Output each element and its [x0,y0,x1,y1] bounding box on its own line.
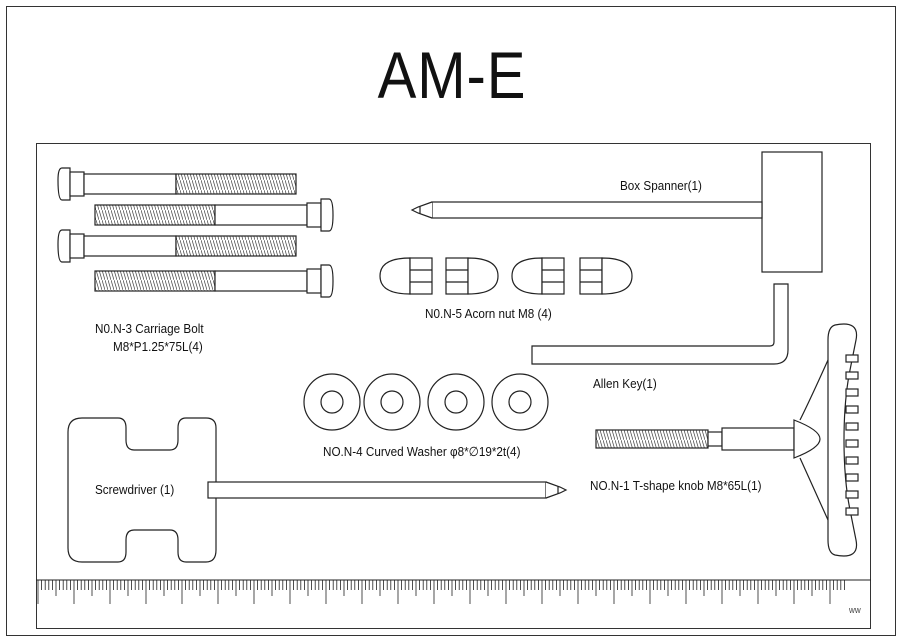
acorn-nut-1 [379,257,433,295]
t-knob-drawing [595,323,859,557]
acorn-nut-3 [511,257,565,295]
measuring-ruler [36,579,871,604]
box-spanner-label: Box Spanner(1) [620,178,702,193]
carriage-bolt-4 [94,264,334,298]
carriage-bolt-label: N0.N-3 Carriage Bolt [95,321,204,336]
parts-panel [36,143,871,629]
carriage-bolts-drawing [57,167,334,298]
acorn-nuts-drawing [379,257,633,295]
curved-washer-3 [427,373,485,431]
acorn-nut-label: N0.N-5 Acorn nut M8 (4) [425,306,552,321]
curved-washer-4 [491,373,549,431]
page-title: AM-E [377,38,527,112]
page-border [6,6,896,636]
box-spanner-drawing [410,151,823,273]
curved-washers-drawing [303,373,549,431]
curved-washer-label: NO.N-4 Curved Washer φ8*∅19*2t(4) [323,444,521,459]
carriage-bolt-2 [94,198,334,232]
acorn-nut-2 [445,257,499,295]
carriage-bolt-spec: M8*P1.25*75L(4) [113,339,203,354]
allen-key-label: Allen Key(1) [593,376,657,391]
curved-washer-1 [303,373,361,431]
carriage-bolt-3 [57,229,297,263]
carriage-bolt-1 [57,167,297,201]
t-knob-label: NO.N-1 T-shape knob M8*65L(1) [590,478,762,493]
t-knob-grip-ribs [845,354,859,516]
ruler-unit-label: ww [849,605,861,615]
screwdriver-drawing [67,417,568,563]
screwdriver-label: Screwdriver (1) [95,482,175,497]
acorn-nut-4 [579,257,633,295]
allen-key-drawing [531,283,789,365]
curved-washer-2 [363,373,421,431]
